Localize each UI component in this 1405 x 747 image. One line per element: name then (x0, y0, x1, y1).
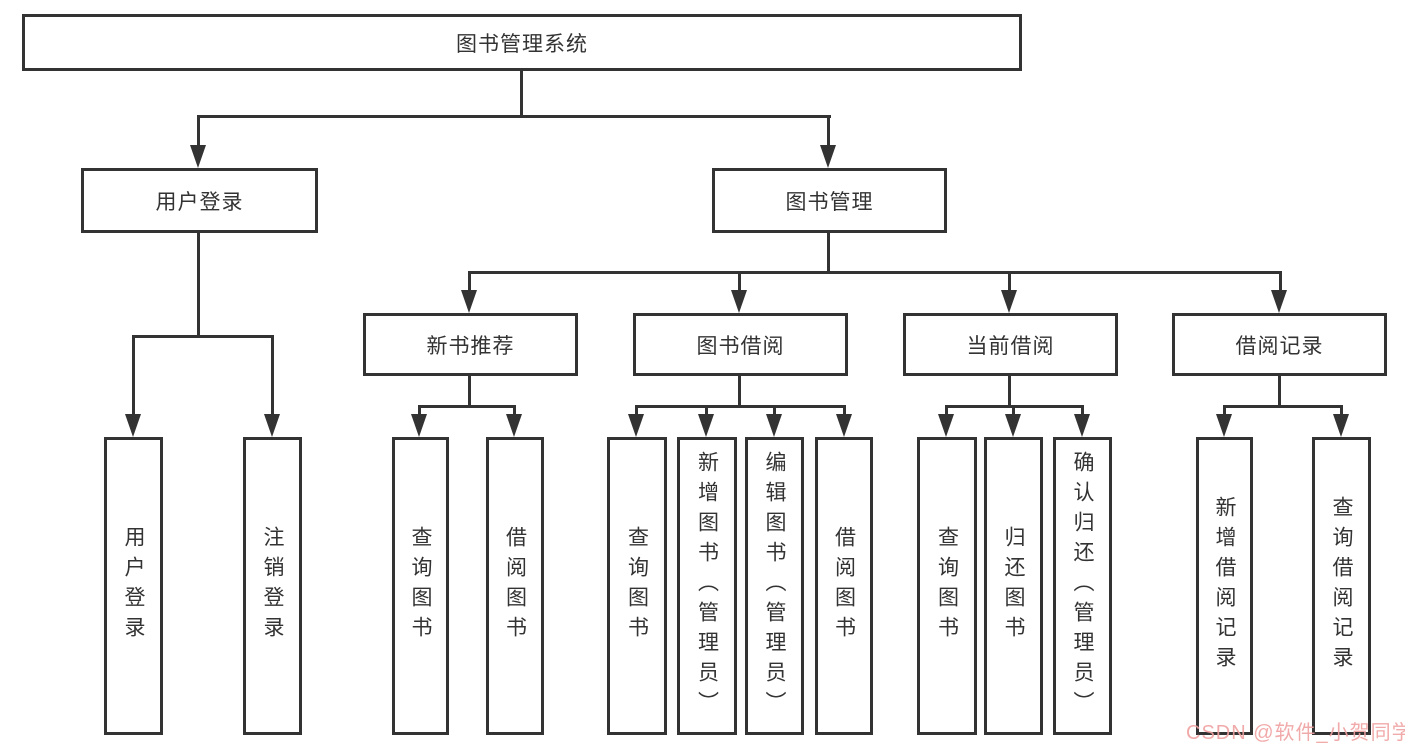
arrow-down-icon (411, 414, 427, 437)
connector (738, 374, 741, 408)
arrow-down-icon (461, 290, 477, 313)
connector (1278, 374, 1281, 408)
connector (1223, 405, 1226, 416)
connector (132, 335, 274, 338)
arrow-down-icon (628, 414, 644, 437)
arrow-down-icon (820, 145, 836, 168)
leaf-return-books: 归还图书 (984, 437, 1043, 735)
arrow-down-icon (1333, 414, 1349, 437)
leaf-query-borrow-record: 查询借阅记录 (1312, 437, 1371, 735)
node-label: 图书借阅 (696, 334, 785, 358)
leaf-query-books-borrow: 查询图书 (607, 437, 667, 735)
leaf-label: 借阅图书 (832, 526, 856, 646)
connector (197, 231, 200, 338)
leaf-label: 归还图书 (1002, 526, 1025, 646)
arrow-down-icon (766, 414, 782, 437)
connector (418, 405, 421, 416)
node-book-borrow: 图书借阅 (633, 313, 848, 376)
leaf-label: 注销登录 (261, 526, 284, 646)
connector (827, 231, 830, 274)
leaf-label: 新增图书（管理员） (695, 451, 719, 721)
arrow-down-icon (836, 414, 852, 437)
connector (738, 271, 741, 291)
node-current-borrow: 当前借阅 (903, 313, 1118, 376)
arrow-down-icon (190, 145, 206, 168)
connector (1279, 271, 1282, 291)
node-label: 借阅记录 (1235, 334, 1324, 358)
arrow-down-icon (938, 414, 954, 437)
connector (1081, 405, 1084, 416)
connector (132, 335, 135, 415)
node-user-login: 用户登录 (81, 168, 318, 233)
node-label: 新书推荐 (426, 334, 515, 358)
connector (520, 70, 523, 117)
connector (827, 115, 830, 146)
connector (635, 405, 846, 408)
node-label: 当前借阅 (966, 334, 1055, 358)
arrow-down-icon (1271, 290, 1287, 313)
connector (468, 271, 471, 291)
leaf-label: 查询借阅记录 (1330, 496, 1353, 676)
node-label: 图书管理 (785, 190, 874, 214)
leaf-label: 编辑图书（管理员） (763, 451, 786, 721)
connector (197, 115, 831, 118)
connector (635, 405, 638, 416)
leaf-label: 借阅图书 (503, 526, 527, 646)
leaf-add-borrow-record: 新增借阅记录 (1196, 437, 1253, 735)
connector (1223, 405, 1343, 408)
leaf-query-books-recommend: 查询图书 (392, 437, 449, 735)
node-root-label: 图书管理系统 (456, 32, 588, 56)
connector (705, 405, 708, 416)
connector (1340, 405, 1343, 416)
node-label: 用户登录 (155, 190, 244, 214)
node-root: 图书管理系统 (22, 14, 1022, 71)
leaf-label: 新增借阅记录 (1213, 496, 1236, 676)
arrow-down-icon (1001, 290, 1017, 313)
arrow-down-icon (1074, 414, 1090, 437)
arrow-down-icon (698, 414, 714, 437)
connector (773, 405, 776, 416)
connector (1008, 271, 1011, 291)
arrow-down-icon (1216, 414, 1232, 437)
leaf-label: 用户登录 (122, 526, 145, 646)
connector (468, 271, 1282, 274)
leaf-borrow-books-recommend: 借阅图书 (486, 437, 544, 735)
leaf-label: 确认归还（管理员） (1071, 451, 1094, 721)
arrow-down-icon (731, 290, 747, 313)
node-new-book-recommend: 新书推荐 (363, 313, 578, 376)
node-borrow-record: 借阅记录 (1172, 313, 1387, 376)
arrow-down-icon (1005, 414, 1021, 437)
leaf-label: 查询图书 (409, 526, 432, 646)
connector (513, 405, 516, 416)
leaf-confirm-return-admin: 确认归还（管理员） (1053, 437, 1112, 735)
node-book-management: 图书管理 (712, 168, 947, 233)
leaf-label: 查询图书 (625, 526, 649, 646)
leaf-logout: 注销登录 (243, 437, 302, 735)
leaf-query-books-current: 查询图书 (917, 437, 977, 735)
connector (945, 405, 948, 416)
leaf-add-books-admin: 新增图书（管理员） (677, 437, 737, 735)
leaf-user-login: 用户登录 (104, 437, 163, 735)
csdn-watermark: CSDN @软件_小贺同学 (1186, 722, 1405, 744)
arrow-down-icon (506, 414, 522, 437)
leaf-borrow-books: 借阅图书 (815, 437, 873, 735)
leaf-edit-books-admin: 编辑图书（管理员） (745, 437, 804, 735)
connector (271, 335, 274, 415)
connector (197, 115, 200, 146)
connector (843, 405, 846, 416)
leaf-label: 查询图书 (935, 526, 959, 646)
connector (418, 405, 516, 408)
arrow-down-icon (264, 414, 280, 437)
connector (1012, 405, 1015, 416)
connector (1008, 374, 1011, 408)
connector (468, 374, 471, 408)
arrow-down-icon (125, 414, 141, 437)
